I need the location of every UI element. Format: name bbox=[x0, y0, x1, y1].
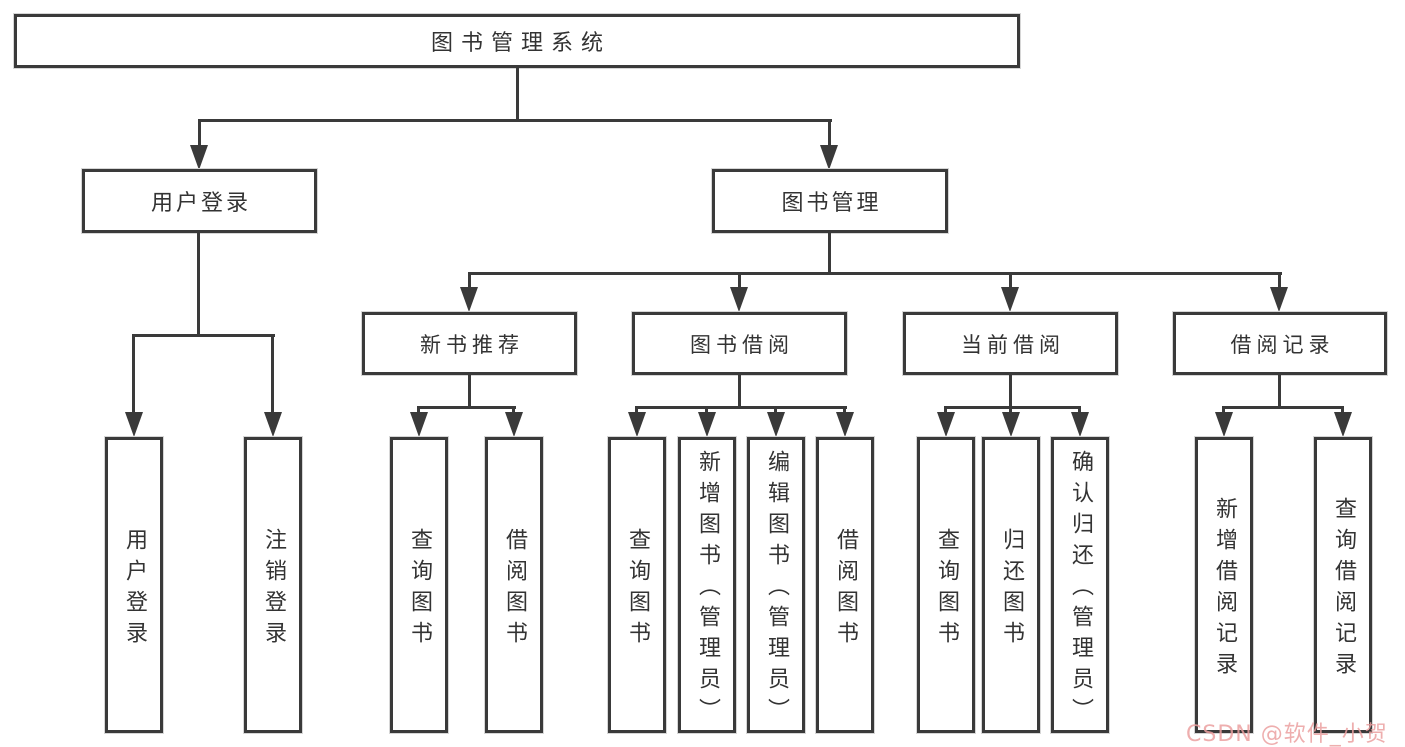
connector-line bbox=[738, 375, 741, 408]
connector-line bbox=[1009, 375, 1012, 408]
node-user-login: 用户登录 bbox=[82, 169, 317, 233]
connector-line bbox=[1222, 406, 1225, 414]
arrowhead-down-icon bbox=[1071, 412, 1089, 437]
connector-line bbox=[468, 272, 471, 289]
arrowhead-down-icon bbox=[505, 412, 523, 437]
leaf-bb-add-book-admin: 新增图书（管理员） bbox=[678, 437, 736, 733]
connector-line bbox=[636, 406, 847, 409]
node-book-borrow: 图书借阅 bbox=[632, 312, 847, 375]
leaf-logout: 注销登录 bbox=[244, 437, 302, 733]
connector-line bbox=[417, 406, 420, 414]
connector-line bbox=[1278, 272, 1281, 289]
arrowhead-down-icon bbox=[1334, 412, 1352, 437]
arrowhead-down-icon bbox=[730, 287, 748, 312]
connector-line bbox=[1078, 406, 1081, 414]
arrowhead-down-icon bbox=[125, 412, 143, 437]
arrowhead-down-icon bbox=[460, 287, 478, 312]
connector-line bbox=[271, 334, 274, 414]
leaf-cb-query-books: 查询图书 bbox=[917, 437, 975, 733]
connector-line bbox=[705, 406, 708, 414]
connector-line bbox=[1009, 406, 1012, 414]
leaf-bb-edit-book-admin: 编辑图书（管理员） bbox=[747, 437, 805, 733]
connector-line bbox=[944, 406, 947, 414]
leaf-nb-query-books: 查询图书 bbox=[390, 437, 448, 733]
connector-line bbox=[417, 406, 516, 409]
arrowhead-down-icon bbox=[820, 145, 838, 170]
leaf-cb-confirm-return-admin: 确认归还（管理员） bbox=[1051, 437, 1109, 733]
connector-line bbox=[198, 119, 832, 122]
arrowhead-down-icon bbox=[410, 412, 428, 437]
leaf-cb-return-books: 归还图书 bbox=[982, 437, 1040, 733]
node-borrow-records: 借阅记录 bbox=[1173, 312, 1387, 375]
node-book-management: 图书管理 bbox=[712, 169, 948, 233]
connector-line bbox=[944, 406, 1081, 409]
connector-line bbox=[516, 68, 519, 122]
arrowhead-down-icon bbox=[836, 412, 854, 437]
connector-line bbox=[635, 406, 638, 414]
connector-line bbox=[132, 334, 135, 414]
leaf-bb-borrow-books: 借阅图书 bbox=[816, 437, 874, 733]
connector-line bbox=[738, 272, 741, 289]
leaf-bb-query-books: 查询图书 bbox=[608, 437, 666, 733]
connector-line bbox=[1341, 406, 1344, 414]
arrowhead-down-icon bbox=[628, 412, 646, 437]
connector-line bbox=[828, 119, 831, 148]
connector-line bbox=[198, 119, 201, 148]
csdn-watermark: CSDN @软件_小贺同学 bbox=[1186, 722, 1388, 747]
arrowhead-down-icon bbox=[698, 412, 716, 437]
connector-line bbox=[512, 406, 515, 414]
connector-line bbox=[1009, 272, 1012, 289]
leaf-user-login: 用户登录 bbox=[105, 437, 163, 733]
arrowhead-down-icon bbox=[1001, 287, 1019, 312]
connector-line bbox=[132, 334, 275, 337]
connector-line bbox=[1222, 406, 1344, 409]
connector-line bbox=[843, 406, 846, 414]
node-current-borrow: 当前借阅 bbox=[903, 312, 1118, 375]
leaf-br-add-record: 新增借阅记录 bbox=[1195, 437, 1253, 733]
arrowhead-down-icon bbox=[1002, 412, 1020, 437]
arrowhead-down-icon bbox=[1215, 412, 1233, 437]
arrowhead-down-icon bbox=[190, 145, 208, 170]
connector-line bbox=[774, 406, 777, 414]
leaf-br-query-record: 查询借阅记录 bbox=[1314, 437, 1372, 733]
connector-line bbox=[197, 233, 200, 336]
connector-line bbox=[1278, 375, 1281, 408]
node-root: 图书管理系统 bbox=[14, 14, 1020, 68]
arrowhead-down-icon bbox=[264, 412, 282, 437]
connector-line bbox=[468, 375, 471, 408]
arrowhead-down-icon bbox=[937, 412, 955, 437]
arrowhead-down-icon bbox=[1270, 287, 1288, 312]
leaf-nb-borrow-books: 借阅图书 bbox=[485, 437, 543, 733]
arrowhead-down-icon bbox=[767, 412, 785, 437]
connector-line bbox=[468, 272, 1282, 275]
node-new-book-recommend: 新书推荐 bbox=[362, 312, 577, 375]
connector-line bbox=[828, 233, 831, 274]
